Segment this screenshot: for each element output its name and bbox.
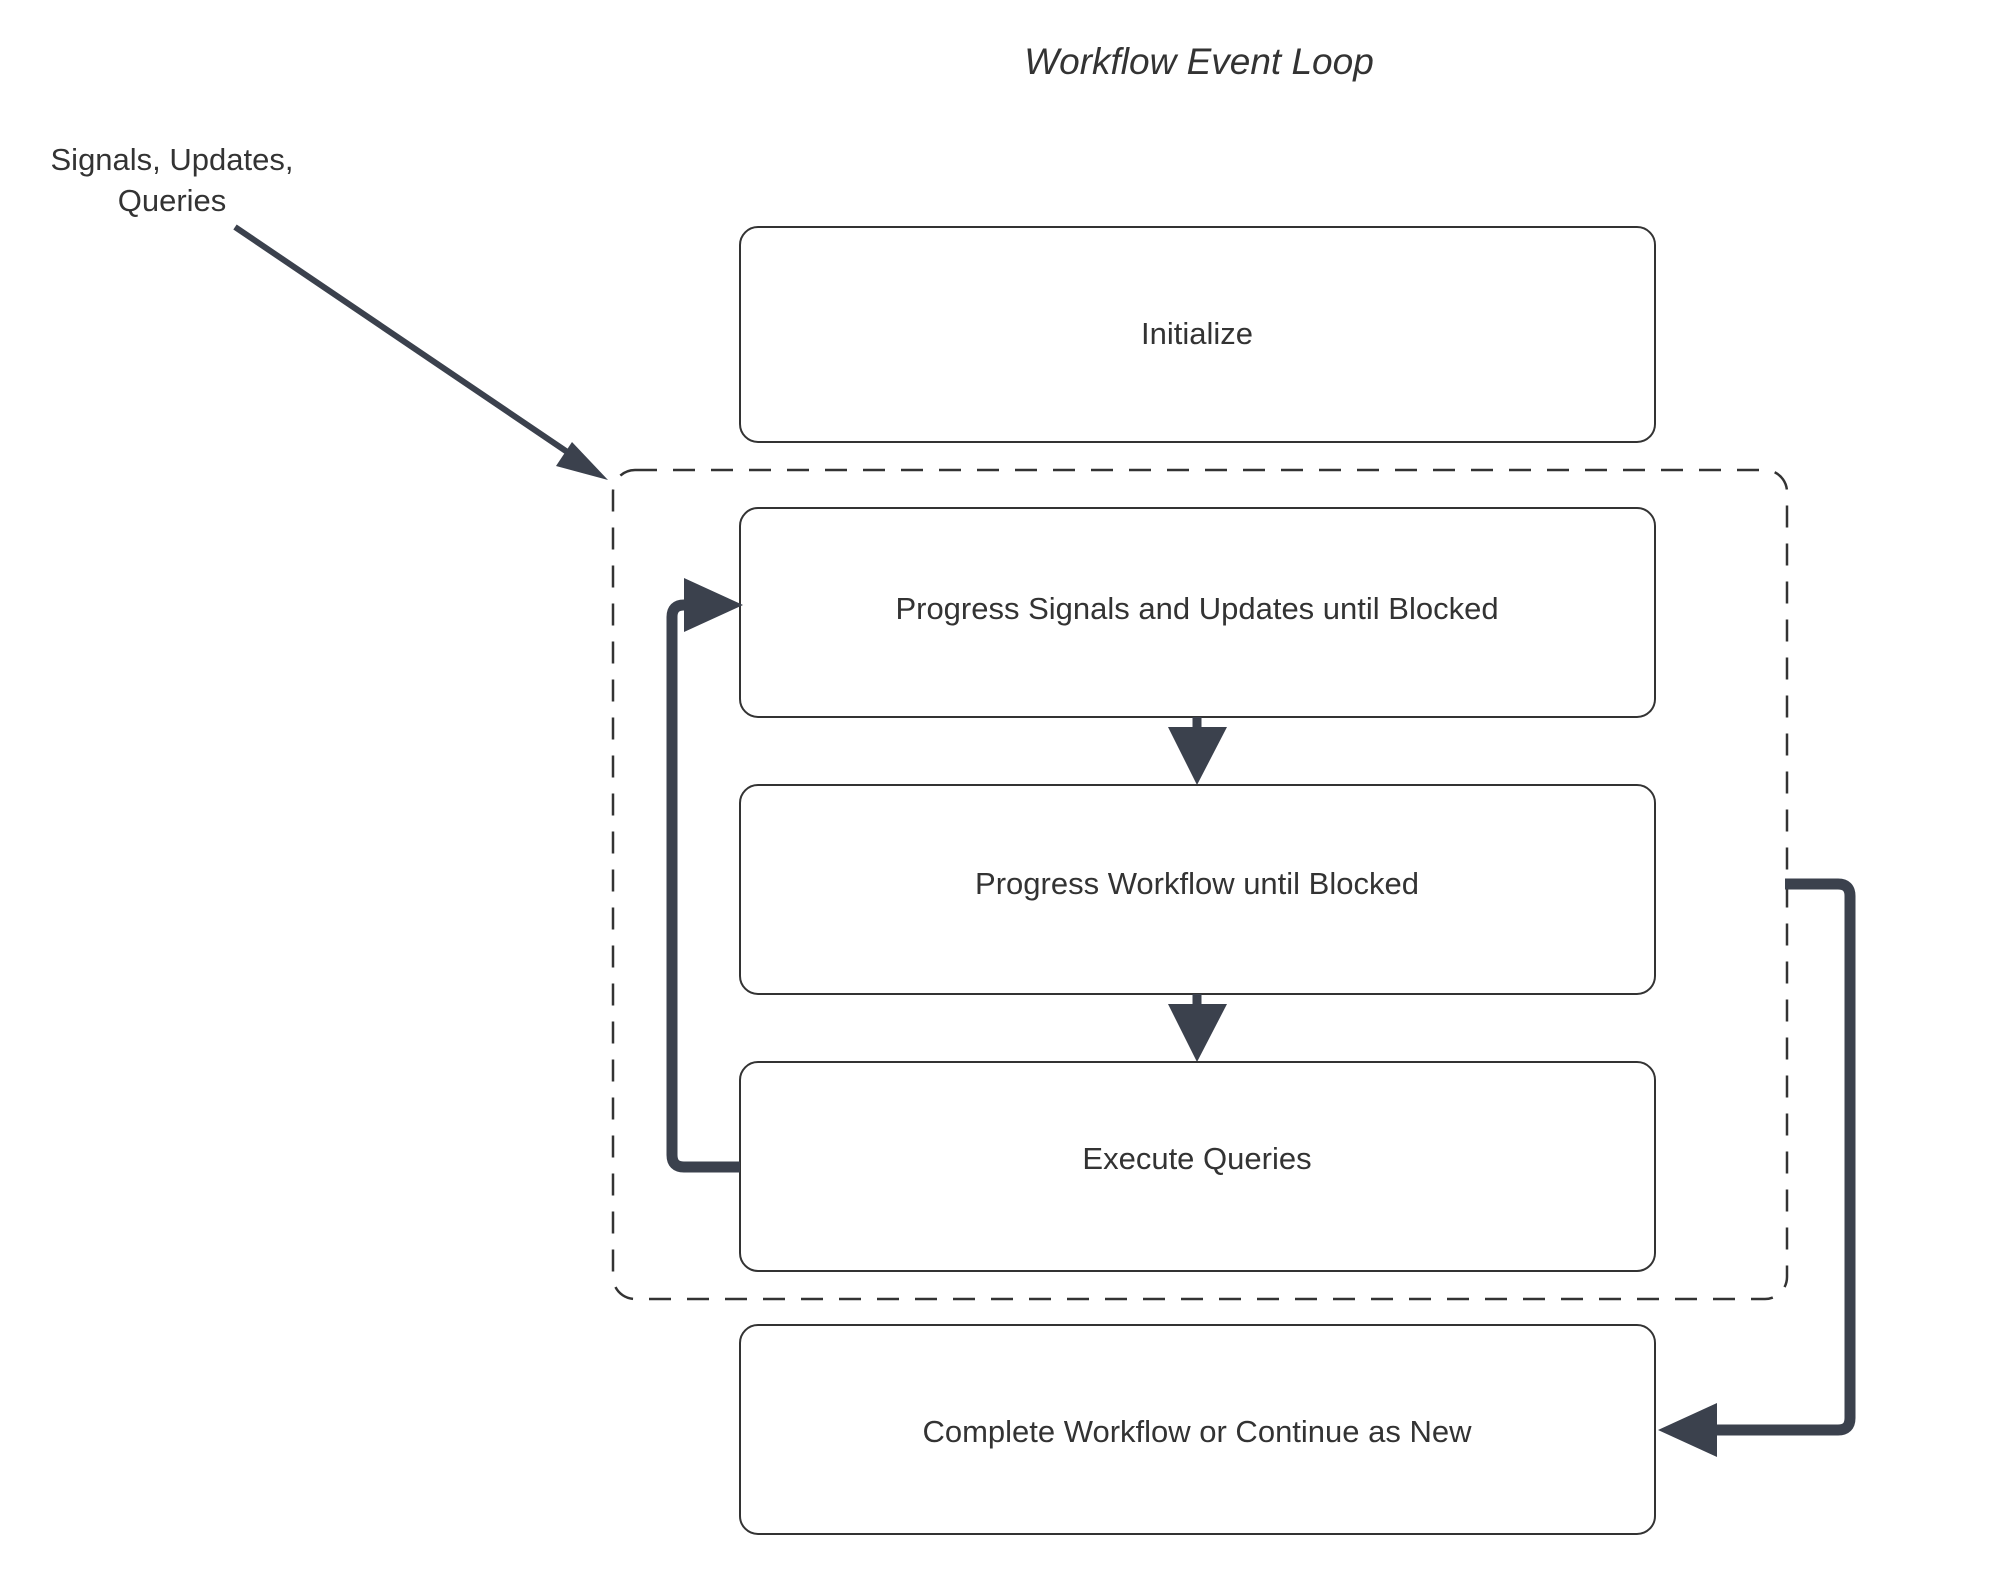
node-progress-signals[interactable]: Progress Signals and Updates until Block… — [739, 507, 1656, 718]
edge-workflow-to-queries — [1168, 994, 1227, 1062]
arrow-head-loop-left-icon — [684, 578, 743, 632]
node-initialize-box[interactable] — [739, 226, 1656, 443]
edge-loop-left — [666, 578, 743, 1173]
event-loop-group-border — [611, 468, 1789, 1301]
node-execute-queries-label: Execute Queries — [1082, 1141, 1311, 1176]
arrow-head-inbound-icon — [556, 442, 608, 480]
node-progress-workflow[interactable]: Progress Workflow until Blocked — [739, 784, 1656, 995]
node-complete-workflow[interactable]: Complete Workflow or Continue as New — [739, 1324, 1656, 1535]
node-progress-signals-label: Progress Signals and Updates until Block… — [895, 591, 1498, 626]
arrow-head-down-2-icon — [1168, 1004, 1227, 1062]
edge-label-inbound-line1: Signals, Updates, — [51, 142, 294, 177]
arrow-head-loop-right-icon — [1658, 1403, 1717, 1457]
page-title: Workflow Event Loop — [1024, 41, 1374, 82]
node-progress-workflow-label: Progress Workflow until Blocked — [975, 866, 1419, 901]
edge-signals-to-workflow — [1168, 717, 1227, 785]
arrow-head-down-1-icon — [1168, 727, 1227, 785]
node-initialize[interactable]: Initialize — [739, 226, 1656, 443]
node-complete-workflow-box[interactable] — [739, 1324, 1656, 1535]
edge-loop-right — [1658, 878, 1856, 1457]
edge-inbound-signals — [233, 224, 608, 480]
node-complete-workflow-label: Complete Workflow or Continue as New — [922, 1414, 1472, 1449]
edge-label-inbound-line2: Queries — [118, 183, 227, 218]
node-execute-queries[interactable]: Execute Queries — [739, 1061, 1656, 1272]
node-initialize-label: Initialize — [1141, 316, 1253, 351]
